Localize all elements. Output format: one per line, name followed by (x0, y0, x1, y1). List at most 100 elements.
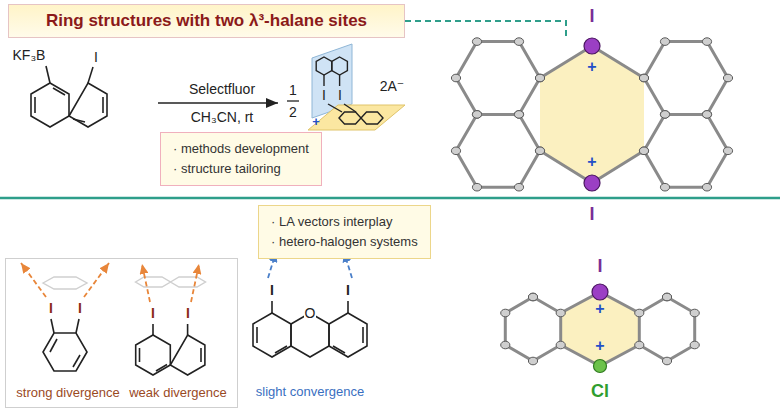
structure-label: I (322, 87, 326, 103)
divider-line (405, 21, 566, 40)
naphthalene-diiodo-sketch (142, 264, 150, 302)
xanthene-diiodo-sketch (347, 301, 349, 313)
xanthene-diiodo-sketch (253, 252, 367, 357)
structure-label: 2 (289, 104, 297, 120)
structure-label: I (589, 204, 594, 225)
title-banner: Ring structures with two λ³-halane sites (8, 4, 405, 38)
crystal-structure-diiodonium (456, 114, 540, 187)
product-structure (287, 100, 299, 101)
structure-label: I (186, 305, 190, 321)
structure-label: O (304, 305, 317, 321)
structure-label: CH₃CN, rt (191, 109, 253, 125)
xanthene-diiodo-sketch (271, 301, 273, 313)
reactant-structure (88, 67, 93, 83)
crystal-structure-iodonium-chloronium (592, 284, 608, 300)
benzene-diiodo-sketch (43, 333, 87, 371)
reactant-structure (34, 97, 36, 113)
structure-label: I (78, 300, 82, 316)
naphthalene-diiodo-sketch (139, 348, 141, 362)
benzene-diiodo-sketch (43, 319, 87, 371)
benzene-diiodo-sketch (73, 355, 80, 367)
reactant-structure (73, 119, 85, 122)
structure-label: I (94, 49, 98, 65)
naphthalene-diiodo-sketch (136, 335, 171, 375)
crystal-structure-iodonium-chloronium (594, 360, 607, 373)
node-text: · structure tailoring (173, 159, 309, 179)
reactant-structure (31, 66, 107, 127)
structure-label: I (49, 300, 53, 316)
naphthalene-diiodo-sketch (156, 365, 167, 372)
crystal-structure-diiodonium (584, 38, 600, 54)
xanthene-diiodo-sketch (329, 313, 367, 357)
naphthalene-diiodo-sketch (136, 277, 171, 287)
xanthene-diiodo-sketch (362, 327, 364, 343)
structure-label: + (595, 337, 604, 355)
crystal-structure-iodonium-chloronium (505, 292, 694, 366)
structure-label: I (151, 305, 155, 321)
xanthene-diiodo-sketch (275, 346, 287, 353)
structure-label: 2A⁻ (380, 78, 405, 94)
product-structure (323, 75, 324, 86)
benzene-diiodo-sketch (21, 263, 46, 297)
node-text: Ring structures with two λ³-halane sites (46, 11, 367, 30)
feature-box: · LA vectors interplay· hetero-halogen s… (258, 205, 431, 259)
naphthalene-diiodo-sketch (200, 348, 202, 362)
crystal-structure-diiodonium (540, 46, 644, 183)
structure-label: + (312, 115, 320, 130)
product-structure (339, 112, 361, 124)
structure-label: I (270, 282, 274, 298)
node-text: · methods development (173, 139, 309, 159)
node-text: · hetero-halogen systems (271, 232, 418, 252)
benzene-diiodo-sketch (51, 319, 54, 333)
product-structure (316, 57, 383, 124)
product-structure (287, 44, 405, 130)
structure-label: slight convergence (256, 385, 364, 400)
benzene-diiodo-sketch (76, 319, 79, 333)
product-structure (316, 57, 332, 75)
reactant-structure (69, 83, 107, 127)
divider-line (0, 21, 780, 198)
naphthalene-diiodo-sketch (136, 324, 205, 375)
benzene-diiodo-sketch (21, 263, 109, 371)
reactant-structure (46, 66, 50, 83)
structure-label: I (346, 282, 350, 298)
naphthalene-diiodo-sketch (170, 335, 205, 375)
structure-label: Cl (591, 381, 609, 402)
structure-label: KF₃B (13, 47, 46, 63)
benzene-diiodo-sketch (43, 277, 87, 289)
node-text: · LA vectors interplay (271, 212, 418, 232)
xanthene-diiodo-sketch (256, 327, 258, 343)
product-structure (328, 104, 342, 112)
crystal-structure-iodonium-chloronium (505, 284, 694, 373)
reactant-structure (31, 83, 69, 127)
crystal-structure-diiodonium (456, 42, 540, 115)
benzene-diiodo-sketch (50, 339, 57, 352)
crystal-structure-diiodonium (456, 38, 728, 191)
structure-label: 1 (289, 82, 297, 98)
xanthene-diiodo-sketch (253, 301, 367, 357)
reaction-arrow (158, 102, 278, 104)
product-structure (308, 105, 405, 130)
xanthene-diiodo-sketch (253, 313, 291, 357)
structure-label: + (587, 58, 596, 76)
structure-label: I (338, 87, 342, 103)
crystal-structure-iodonium-chloronium (505, 297, 560, 361)
node-text: strong divergence (16, 385, 119, 401)
product-structure (361, 112, 383, 124)
crystal-structure-iodonium-chloronium (561, 292, 640, 366)
reactant-structure (102, 97, 104, 113)
reaction-arrow (158, 103, 278, 104)
product-structure (339, 75, 340, 86)
crystal-structure-diiodonium (644, 114, 728, 187)
naphthalene-diiodo-sketch (187, 324, 189, 335)
structure-label: + (595, 300, 604, 318)
structure-label: I (589, 6, 594, 27)
crystal-structure-diiodonium (456, 42, 728, 188)
crystal-structure-diiodonium (584, 175, 600, 191)
naphthalene-diiodo-sketch (136, 264, 206, 375)
comparison-panel: strong divergenceweak divergence (5, 258, 238, 408)
structure-label: I (597, 256, 602, 277)
crystal-structure-iodonium-chloronium (639, 297, 694, 361)
structure-label: Selectfluor (189, 81, 255, 97)
